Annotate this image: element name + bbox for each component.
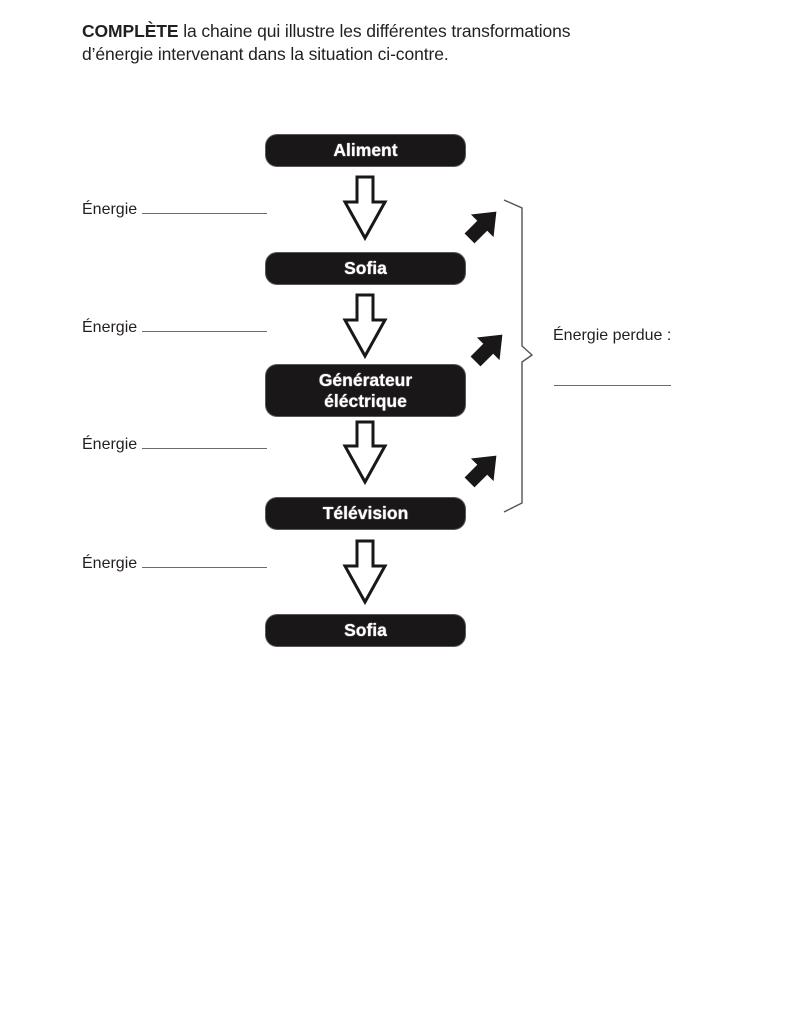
hollow-down-arrow-icon	[342, 293, 388, 360]
instruction-text: COMPLÈTE la chaine qui illustre les diff…	[82, 20, 702, 66]
energy-field-3: Énergie	[82, 436, 268, 454]
filled-up-right-arrow-icon	[464, 211, 497, 244]
instruction-line2: d’énergie intervenant dans la situation …	[82, 44, 449, 64]
energy-field-2: Énergie	[82, 319, 268, 337]
energy-field-1: Énergie	[82, 201, 268, 219]
energy-field-4: Énergie	[82, 555, 268, 573]
hollow-down-arrow-icon	[342, 175, 388, 242]
energy-answer-blank[interactable]	[142, 448, 268, 449]
chain-box-sofia-final: Sofia	[266, 615, 465, 646]
filled-up-right-arrow-icon	[470, 334, 503, 367]
chain-box-label: Télévision	[322, 503, 409, 523]
chain-box-label: Sofia	[344, 258, 387, 278]
hollow-down-arrow-icon	[342, 420, 388, 486]
right-curly-brace	[503, 199, 534, 513]
lost-energy-answer-blank[interactable]	[554, 385, 671, 386]
energy-label: Énergie	[82, 319, 138, 336]
instruction-bold-word: COMPLÈTE	[82, 21, 179, 41]
hollow-down-arrow-icon	[342, 539, 388, 606]
energy-answer-blank[interactable]	[142, 567, 268, 568]
energy-label: Énergie	[82, 436, 138, 453]
chain-box-label-line2: éléctrique	[324, 390, 407, 411]
chain-box-label-line1: Générateur	[318, 369, 413, 390]
chain-box-label: Aliment	[333, 140, 398, 160]
chain-box-sofia: Sofia	[266, 253, 465, 284]
energy-answer-blank[interactable]	[142, 331, 268, 332]
chain-box-generateur-electrique: Générateur éléctrique	[266, 365, 465, 416]
chain-box-aliment: Aliment	[266, 135, 465, 166]
energy-answer-blank[interactable]	[142, 213, 268, 214]
energy-label: Énergie	[82, 555, 138, 572]
chain-box-label: Sofia	[344, 620, 387, 640]
lost-energy-label: Énergie perdue :	[553, 327, 672, 344]
energy-label: Énergie	[82, 201, 138, 218]
instruction-line1: la chaine qui illustre les différentes t…	[178, 21, 571, 41]
filled-up-right-arrow-icon	[464, 455, 497, 488]
chain-box-television: Télévision	[266, 498, 465, 529]
